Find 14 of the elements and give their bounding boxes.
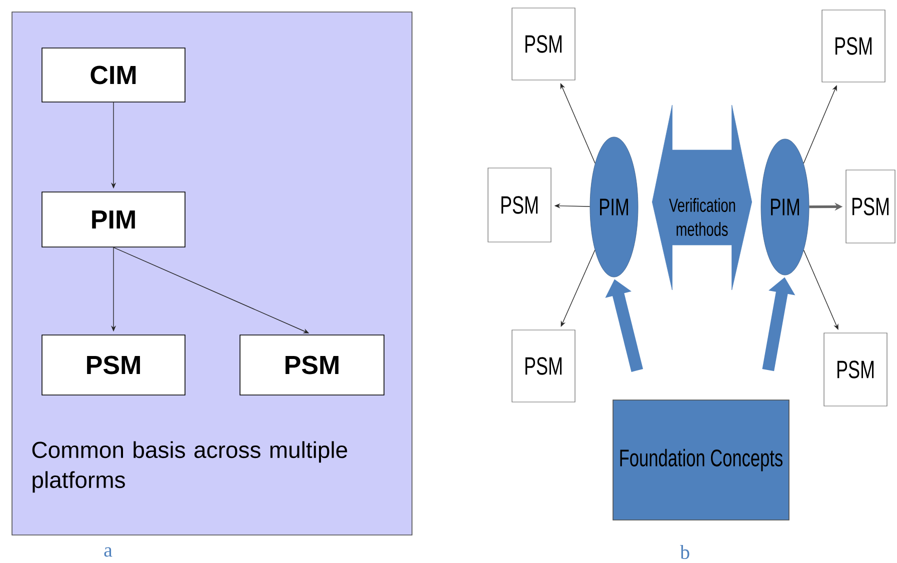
model-box: PSM — [512, 8, 576, 80]
panel-letter: b — [680, 544, 690, 560]
concept-box: Foundation Concepts — [612, 400, 790, 520]
model-box: PSM — [824, 332, 888, 406]
model-box: PSM — [488, 168, 552, 242]
edge-label: Verification methods — [669, 198, 736, 236]
model-box: PSM — [240, 334, 384, 396]
model-box: CIM — [42, 48, 186, 102]
model-box: PSM — [512, 330, 576, 402]
model-box: PSM — [822, 10, 886, 82]
panel-letter: a — [104, 547, 112, 557]
model-box: PIM — [42, 192, 186, 248]
model-box: PSM — [42, 334, 186, 396]
model-box: PSM — [846, 170, 896, 244]
